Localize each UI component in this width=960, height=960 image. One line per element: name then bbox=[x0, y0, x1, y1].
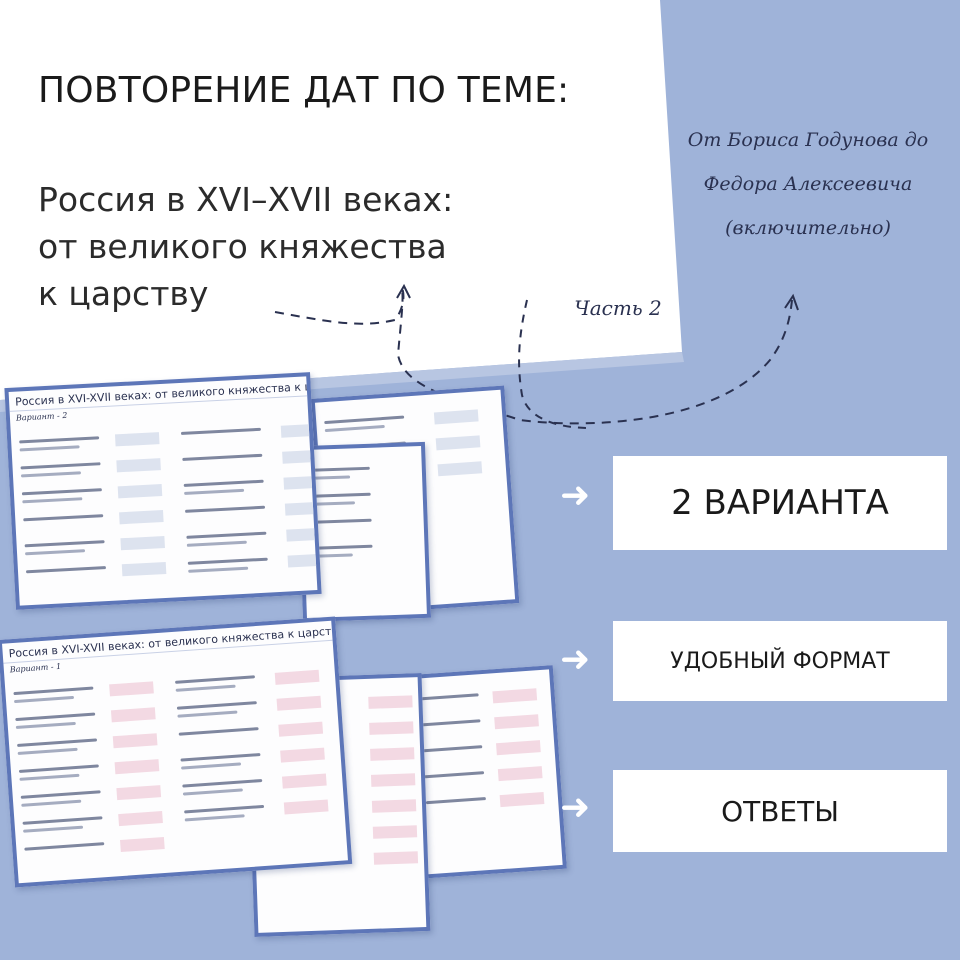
page-title: ПОВТОРЕНИЕ ДАТ ПО ТЕМЕ: bbox=[38, 70, 570, 111]
arrow-right-icon: ➜ bbox=[560, 787, 591, 828]
feature-convenient-format: УДОБНЫЙ ФОРМАТ bbox=[613, 621, 947, 701]
handwritten-line-2: Федора Алексеевича bbox=[703, 173, 913, 195]
handwritten-part: Часть 2 bbox=[574, 296, 662, 320]
arrow-right-icon: ➜ bbox=[560, 475, 591, 516]
preview-card-variant-1: Россия в XVI-XVII веках: от великого кня… bbox=[0, 616, 353, 888]
feature-answers: ОТВЕТЫ bbox=[613, 770, 947, 852]
feature-two-variants: 2 ВАРИАНТА bbox=[613, 456, 947, 550]
arrow-right-icon: ➜ bbox=[560, 639, 591, 680]
topic-line-1: Россия в XVI–XVII веках: bbox=[38, 180, 454, 219]
handwritten-line-3: (включительно) bbox=[725, 217, 891, 239]
topic-title: Россия в XVI–XVII веках: от великого кня… bbox=[38, 176, 638, 317]
topic-line-2: от великого княжества bbox=[38, 227, 447, 266]
preview-card-variant-2: Россия в XVI-XVII веках: от великого кня… bbox=[4, 372, 322, 610]
handwritten-topic: От Бориса Годунова до Федора Алексеевича… bbox=[668, 118, 948, 250]
topic-line-3: к царству bbox=[38, 274, 209, 313]
handwritten-line-1: От Бориса Годунова до bbox=[687, 129, 929, 151]
preview-card-back-1b bbox=[405, 665, 567, 879]
